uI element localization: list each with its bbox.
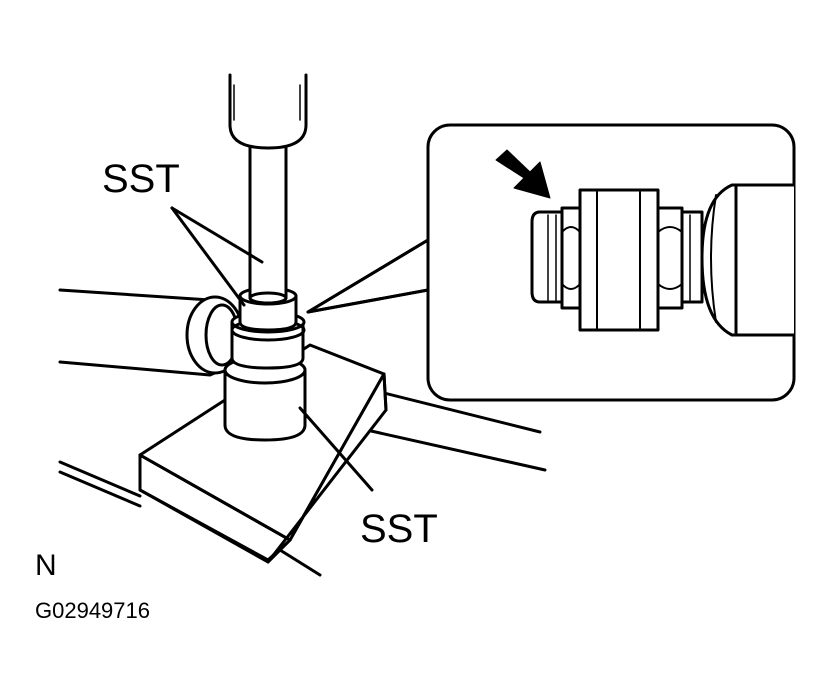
label-sst-lower: SST	[360, 507, 438, 551]
press-handle	[228, 73, 308, 150]
lower-sst-leader-line	[298, 406, 374, 492]
figure-code: G02949716	[35, 598, 150, 623]
label-corner-letter: N	[35, 549, 57, 582]
support-block	[138, 343, 388, 564]
label-sst-upper: SST	[102, 157, 180, 201]
inset-pointer	[306, 238, 430, 314]
press-shaft	[248, 138, 288, 305]
upper-sst-leader-lines	[170, 206, 264, 307]
press-direction-arrow-icon	[495, 149, 551, 199]
suspension-arm	[58, 288, 245, 377]
detail-bushing	[530, 188, 704, 332]
detail-arm-end	[700, 183, 796, 337]
